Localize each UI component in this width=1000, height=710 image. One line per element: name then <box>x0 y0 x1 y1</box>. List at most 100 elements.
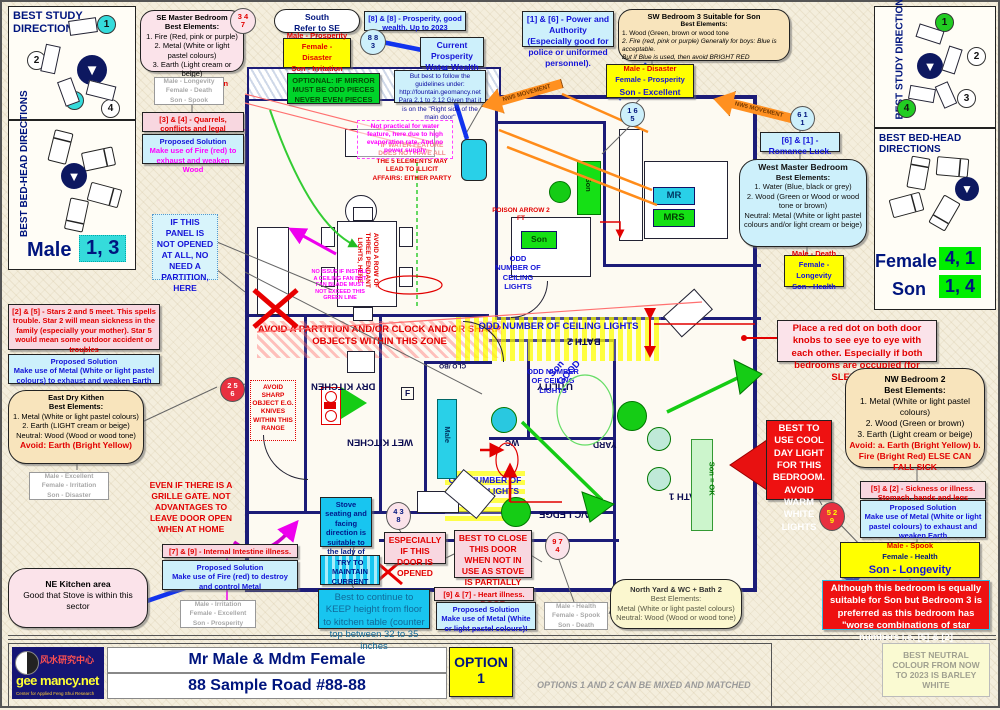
male-luck: Male - Health <box>555 602 597 610</box>
panel-partition-box: IF THIS PANEL IS NOT OPENED AT ALL, NO N… <box>152 214 218 293</box>
sw-bedroom-elements-box: SW Bedroom 3 Suitable for Son Best Eleme… <box>618 9 790 61</box>
east-kitchen-avoid: Avoid: Earth (Bright Yellow) <box>20 439 132 450</box>
chair-icon <box>399 227 413 247</box>
compass-icon: ▼ <box>917 53 943 79</box>
desk-icon <box>941 45 963 75</box>
option-label: OPTION <box>454 654 508 670</box>
se-bedroom-sub: Best Elements: <box>164 22 220 32</box>
study-pos-2: 2 <box>967 47 986 66</box>
options-note-text: OPTIONS 1 AND 2 CAN BE MIXED AND MATCHED <box>537 680 751 690</box>
se-bedroom-title: SE Master Bedroom <box>156 13 228 22</box>
male-luck: Male - Disaster <box>623 63 677 73</box>
east-kitchen-l2: 2. Earth (LIGHT cream or beige) <box>22 421 130 431</box>
north-yard-l2: Neutral: Wood (Wood or wood tone) <box>616 613 736 623</box>
stove-burner <box>325 410 337 422</box>
son-ok-panel: Son = OK <box>691 439 717 531</box>
panel-bedhead-directions-left: BEST BED-HEAD DIRECTIONS ▼ Male 1, 3 <box>8 90 136 270</box>
compass-icon: ▼ <box>955 177 979 201</box>
logo-name: gee mancy.net <box>16 673 99 688</box>
study-pos-4: 4 <box>897 99 916 118</box>
solution-title: Proposed Solution <box>159 137 227 146</box>
wall <box>527 339 530 439</box>
son-luck: Son - Spook <box>170 96 208 104</box>
solution-body: Make use of Metal (White or light pastel… <box>441 614 531 633</box>
star-line: 9 <box>829 515 835 525</box>
nw-bedroom-sub: Best Elements: <box>884 385 946 396</box>
star-line: 4 <box>555 545 560 554</box>
intestine-solution-box: Proposed Solution Make use of Fire (red)… <box>162 560 298 591</box>
wardrobe-icon <box>663 288 713 338</box>
female-luck: Female - Death <box>165 87 213 95</box>
neutral-colour-box: BEST NEUTRAL COLOUR FROM NOW TO 2023 IS … <box>882 643 990 697</box>
female-luck: Female - Prosperity <box>615 74 685 84</box>
bed-icon <box>888 191 925 219</box>
heart-solution-box: Proposed Solution Make use of Metal (Whi… <box>436 602 536 633</box>
se-bedroom-elements-box: SE Master Bedroom Best Elements: 1. Fire… <box>140 10 244 97</box>
wall <box>495 99 498 319</box>
study-pos-1: 1 <box>935 13 954 32</box>
star-line: 1 <box>800 117 805 127</box>
star-line: 7 <box>240 20 246 29</box>
west-bedroom-title: West Master Bedroom <box>758 162 848 172</box>
west-bedroom-l3: Neutral: Metal (White or light pastel co… <box>744 210 862 229</box>
desk-icon <box>85 79 117 102</box>
ceiling-light <box>549 181 571 203</box>
grille-gate-note: EVEN IF THERE IS A GRILLE GATE. NOT ADVA… <box>144 480 238 544</box>
star-line: 8 8 <box>367 33 379 43</box>
son-luck: Son - Excellent <box>619 86 681 97</box>
female-luck: Female - Excellent <box>189 610 247 618</box>
male-luck: Male - Spook <box>886 541 934 551</box>
room-ac-ledge: A/C LEDGE <box>539 508 591 520</box>
red-dot-box: Place a red dot on both door knobs to se… <box>777 320 937 383</box>
south-family-luck-box: Male - Prosperity Female - Disaster Son … <box>283 31 351 73</box>
client-name: Mr Male & Mdm Female <box>188 651 366 668</box>
stars-2-5-solution-box: Proposed Solution Make use of Metal (Whi… <box>8 354 160 385</box>
east-kitchen-l3: Neutral: Wood (Wood or wood tone) <box>16 430 136 440</box>
nw-family-luck-box: Male - Spook Female - Health Son - Longe… <box>840 541 980 578</box>
stars-2-5-box: [2] & [5] - Stars 2 and 5 meet. This spe… <box>8 304 160 354</box>
male-luck: Male - Prosperity <box>286 31 348 41</box>
logo-chinese: 风水研究中心 <box>40 655 95 665</box>
solution-body: Make use of Fire (red) to exhaust and we… <box>149 146 237 175</box>
odd-lights-text: ODD NUMBER OF CEILING LIGHTS <box>478 321 639 332</box>
east-kitchen-title: East Dry Kithen <box>48 393 104 402</box>
prosperity-box: [8] & [8] - Prosperity, good wealth. Up … <box>364 11 466 32</box>
star-line: 5 2 <box>826 507 838 517</box>
north-yard-elements-box: North Yard & WC + Bath 2 Best Elements: … <box>610 579 742 629</box>
water-feature <box>461 139 487 181</box>
ceiling-light-pale <box>647 467 671 491</box>
sw-bedroom-l2: 2. Fire (red, pink or purple) Generally … <box>622 37 777 53</box>
current-water-box: Current Prosperity Water Wealth location <box>420 37 484 83</box>
sw-bedroom-sub: Best Elements: <box>680 21 728 29</box>
bedhead-person: Male <box>27 239 72 261</box>
even-hobs-box: TRY TO MAINTAIN CURRENT EVEN HOBS <box>320 555 380 595</box>
ceiling-light <box>617 401 647 431</box>
bed-icon <box>80 146 117 172</box>
ceiling-light <box>501 497 531 527</box>
client-name-box: Mr Male & Mdm Female <box>107 647 447 673</box>
star-line: 8 <box>396 515 401 524</box>
cool-light-text: BEST TO USE COOL DAY LIGHT FOR THIS BEDR… <box>772 423 826 533</box>
option-number: 1 <box>477 670 485 686</box>
footer-divider <box>8 635 996 640</box>
counter-height-box: Best to continue to KEEP height from flo… <box>318 589 430 652</box>
door-arc <box>511 281 548 318</box>
panel-title: BEST BED-HEAD DIRECTIONS <box>879 133 962 155</box>
sickness-box: [5] & [2] - Sickness or illness. Stomach… <box>860 481 986 512</box>
close-door-box: BEST TO CLOSE THIS DOOR WHEN NOT IN USE … <box>454 530 532 609</box>
avoid-sharp-note: AVOID SHARP OBJECT E.G. KNIVES WITHIN TH… <box>250 380 296 441</box>
mirror-optional-box: OPTIONAL: IF MIRROR MUST BE ODD PIECES N… <box>287 73 380 104</box>
ceiling-fan-note: NO ISSUE IF INSTALL A CEILING FAN BUT FA… <box>311 269 369 302</box>
panel-title: BEST BED-HEAD DIRECTIONS <box>19 90 30 237</box>
mrs-chip: MRS <box>653 209 695 227</box>
panel-study-directions-right: BEST STUDY DIRECTIONS 1 2 3 4 ▼ <box>874 0 996 128</box>
room-dry-kitchen: DRY KITCHEN <box>311 380 376 392</box>
sw-family-luck-box: Male - Disaster Female - Prosperity Son … <box>606 64 694 98</box>
female-luck: Female - Spook <box>551 612 601 620</box>
nw-bedroom-l3: 3. Earth (Light cream or beige) <box>857 429 973 440</box>
room-yard: YARD <box>593 440 617 451</box>
panel-title: BEST STUDY DIRECTIONS <box>13 10 83 35</box>
son-luck: Son - Death <box>557 621 595 629</box>
compass-icon: ▼ <box>61 163 87 189</box>
